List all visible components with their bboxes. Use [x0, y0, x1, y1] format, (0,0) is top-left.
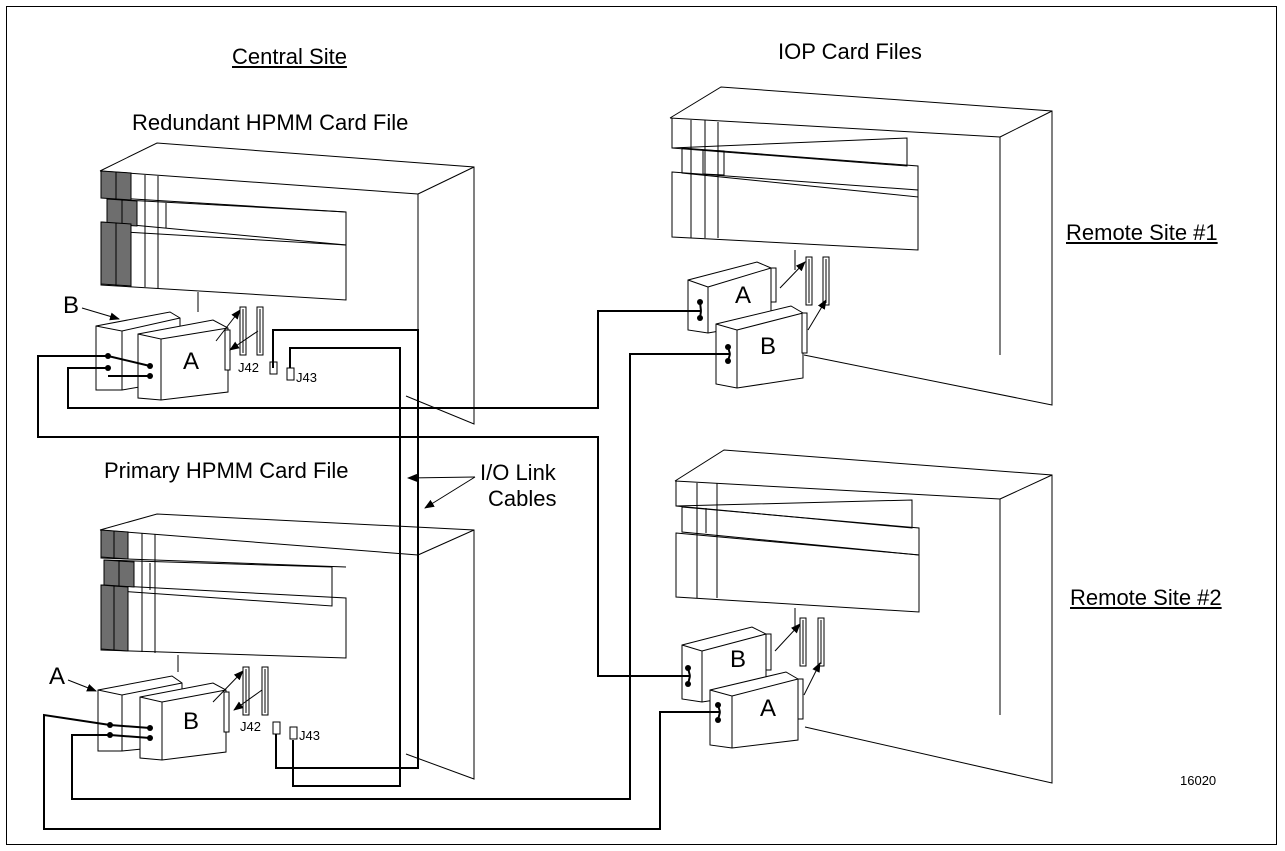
remote1-module-b: [715, 305, 808, 389]
remote2-module-a: [709, 671, 804, 749]
primary-connector-bars: [212, 666, 298, 740]
figure-frame: [6, 6, 1277, 845]
redundant-hpmm-title: Redundant HPMM Card File: [132, 110, 409, 135]
primary-label-j43: J43: [299, 728, 320, 743]
redundant-label-j43: J43: [296, 370, 317, 385]
cable-terminal-dots: [105, 299, 731, 741]
remote-site-2-heading: Remote Site #2: [1070, 585, 1222, 610]
io-link-callout-line2: Cables: [488, 486, 557, 511]
label-pointers: [67, 307, 476, 692]
central-site-heading: Central Site: [232, 44, 347, 69]
primary-module-b: [139, 682, 230, 761]
io-link-callout-line1: I/O Link: [480, 460, 556, 485]
remote2-label-a: A: [760, 695, 777, 722]
redundant-hpmm-card-file: [99, 142, 475, 425]
redundant-module-a: [137, 319, 231, 401]
primary-label-a: A: [49, 663, 66, 690]
remote1-iop-card-file: [669, 86, 1053, 406]
remote2-label-b: B: [730, 646, 747, 673]
remote2-iop-card-file: [674, 449, 1053, 784]
figure-number: 16020: [1180, 773, 1217, 788]
redundant-label-a: A: [183, 348, 200, 375]
redundant-label-b: B: [63, 292, 80, 319]
primary-label-j42: J42: [240, 719, 261, 734]
primary-label-b: B: [183, 708, 200, 735]
remote-site-1-heading: Remote Site #1: [1066, 220, 1218, 245]
io-link-cables: [37, 301, 731, 830]
redundant-label-j42: J42: [238, 360, 259, 375]
primary-hpmm-card-file: [99, 513, 475, 780]
remote1-connector-bars: [779, 256, 830, 331]
remote1-label-a: A: [735, 282, 752, 309]
remote2-connector-bars: [774, 617, 825, 696]
primary-hpmm-title: Primary HPMM Card File: [104, 458, 349, 483]
iop-card-files-heading: IOP Card Files: [778, 39, 922, 64]
remote1-label-b: B: [760, 333, 777, 360]
